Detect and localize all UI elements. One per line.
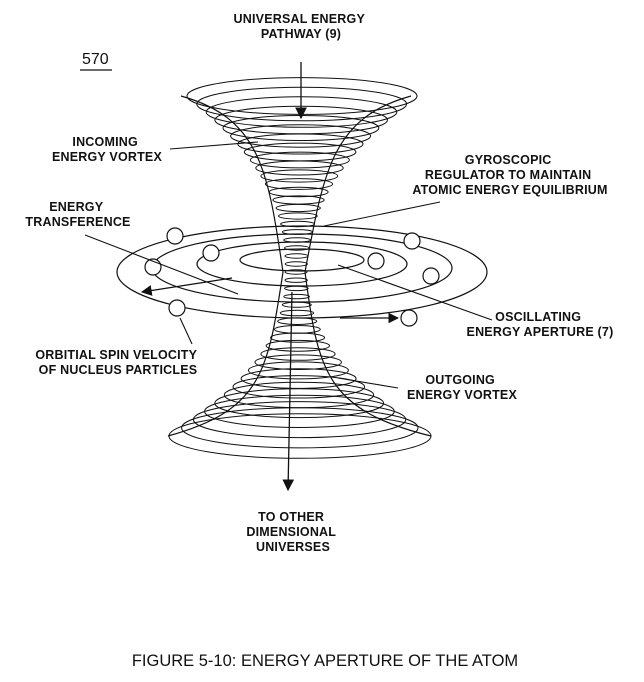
label-universal-energy-pathway: UNIVERSAL ENERGY PATHWAY (9) (234, 12, 369, 41)
orbit-core (239, 248, 365, 272)
vortex-ring (283, 293, 310, 300)
particle (166, 227, 184, 245)
figure-ref-number: 570 (82, 51, 109, 68)
vortex-ring (284, 269, 308, 275)
vortex-ring (181, 407, 419, 449)
particle (422, 267, 440, 285)
vortex-ring (284, 261, 308, 267)
leader-gyroscopic (323, 201, 441, 227)
vortex-ring (277, 317, 318, 326)
vortex-ring (168, 413, 432, 459)
leader-transference (84, 234, 239, 295)
vortex-ring (265, 339, 330, 352)
label-dimensional-universes: TO OTHER DIMENSIONAL UNIVERSES (246, 510, 339, 554)
leader-orbital (179, 317, 193, 345)
vortex-ring (232, 375, 366, 399)
label-energy-transference: ENERGY TRANSFERENCE (25, 200, 130, 229)
particle (168, 299, 186, 317)
vortex-ring (254, 354, 342, 371)
vortex-ring (278, 212, 318, 220)
leader-oscillating (337, 264, 493, 321)
vortex-rings (168, 77, 432, 459)
vortex-ring (284, 285, 309, 292)
vortex-ring (268, 186, 329, 198)
vortex-ring (214, 388, 385, 419)
vortex-ring (186, 77, 418, 115)
vortex-ring (284, 253, 309, 259)
label-orbital-spin-velocity: ORBITIAL SPIN VELOCITY OF NUCLEUS PARTIC… (35, 348, 200, 377)
leader-lines (84, 141, 493, 389)
vortex-ring (237, 133, 364, 155)
leader-outgoing (337, 377, 399, 389)
particle (202, 244, 220, 262)
vortex-ring (192, 401, 407, 439)
vortex-outline-left (167, 95, 284, 437)
orbit-outer (116, 225, 488, 319)
orbit-arrow-left (140, 277, 233, 296)
vortex-ring (275, 203, 321, 213)
orbit-inner (196, 241, 408, 287)
figure-caption: FIGURE 5-10: ENERGY APERTURE OF THE ATOM (132, 652, 518, 670)
pathway-arrow-bottom (282, 291, 295, 492)
vortex-ring (281, 301, 312, 308)
leader-incoming (169, 141, 259, 150)
particle (367, 252, 385, 270)
vortex-ring (230, 124, 372, 148)
vortex-ring (255, 160, 344, 176)
vortex-ring (279, 309, 315, 317)
vortex-ring (264, 178, 334, 190)
vortex-ring (284, 277, 308, 283)
vortex-ring (196, 86, 408, 122)
vortex-ring (260, 347, 336, 361)
nucleus-particles (144, 227, 440, 327)
vortex-ring (249, 151, 350, 169)
label-incoming-energy-vortex: INCOMING ENERGY VORTEX (52, 135, 162, 164)
vortex-outline-right (304, 95, 432, 437)
vortex-ring (270, 332, 326, 343)
vortex-ring (260, 169, 339, 183)
vortex-ring (247, 361, 349, 380)
label-gyroscopic-regulator: GYROSCOPIC REGULATOR TO MAINTAIN ATOMIC … (412, 153, 607, 197)
label-oscillating-energy-aperture: OSCILLATING ENERGY APERTURE (7) (467, 310, 614, 339)
particle (403, 232, 421, 250)
label-outgoing-energy-vortex: OUTGOING ENERGY VORTEX (407, 373, 517, 402)
particle (400, 309, 418, 327)
